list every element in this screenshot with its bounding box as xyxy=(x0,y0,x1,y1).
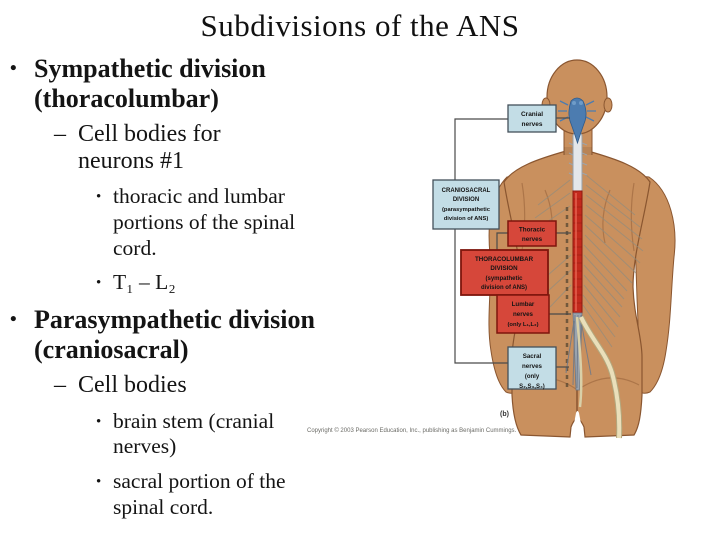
bullet-thoracic-lumbar-portions: • thoracic and lumbar portions of the sp… xyxy=(96,184,348,261)
slide-title: Subdivisions of the ANS xyxy=(200,8,520,43)
bullet-text: Parasympathetic division (craniosacral) xyxy=(34,305,315,365)
label-lumbar-nerves: Lumbar nerves (only L₁,L₂) xyxy=(496,294,550,334)
label-connector-lines xyxy=(454,117,571,368)
brainstem xyxy=(558,97,596,145)
svg-text:nerves: nerves xyxy=(522,121,543,128)
svg-text:Cranial: Cranial xyxy=(521,111,543,118)
bullet-brain-stem: • brain stem (cranial nerves) xyxy=(96,409,348,461)
svg-text:(parasympathetic: (parasympathetic xyxy=(442,207,491,213)
svg-text:CRANIOSACRAL: CRANIOSACRAL xyxy=(442,188,491,194)
svg-text:Lumbar: Lumbar xyxy=(512,301,535,308)
bullet-sacral-portion: • sacral portion of the spinal cord. xyxy=(96,469,348,521)
bullet-cell-bodies: – Cell bodies xyxy=(54,372,348,400)
svg-text:(sympathetic: (sympathetic xyxy=(485,276,523,282)
label-cranial-nerves: Cranial nerves xyxy=(507,104,557,133)
bullet-t1-l2: • T₁ – L₂ xyxy=(96,270,348,296)
bullet-sympathetic-division: • Sympathetic division (thoracolumbar) xyxy=(8,54,348,114)
bullet-text: sacral portion of the spinal cord. xyxy=(113,469,286,519)
label-thoracic-nerves: Thoracic nerves xyxy=(507,220,557,247)
figure-sub-label: (b) xyxy=(500,411,509,418)
copyright-line: Copyright © 2003 Pearson Education, Inc.… xyxy=(307,428,517,434)
dash-marker: – xyxy=(54,371,66,398)
dash-marker: – xyxy=(54,120,66,147)
sciatic-nerve xyxy=(575,315,623,439)
nerve-lines xyxy=(533,174,644,348)
right-ear xyxy=(603,97,613,113)
svg-text:Thoracic: Thoracic xyxy=(519,227,546,234)
bullet-text: Cell bodies for neurons #1 xyxy=(78,120,221,175)
bullet-text: Cell bodies xyxy=(78,371,187,398)
bullet-marker: • xyxy=(96,188,102,205)
svg-text:Sacral: Sacral xyxy=(523,353,542,360)
svg-text:THORACOLUMBAR: THORACOLUMBAR xyxy=(475,256,534,263)
ans-anatomy-figure: Cranial nerves CRANIOSACRAL DIVISION (pa… xyxy=(432,59,676,440)
bullet-marker: • xyxy=(10,58,17,79)
svg-text:S₂,S₃,S₄): S₂,S₃,S₄) xyxy=(519,384,545,390)
svg-text:nerves: nerves xyxy=(522,236,543,243)
bullet-marker: • xyxy=(10,309,17,331)
cauda-equina xyxy=(565,312,592,391)
bullet-marker: • xyxy=(96,474,102,491)
bullet-text: brain stem (cranial nerves) xyxy=(113,408,275,459)
bullet-marker: • xyxy=(96,413,102,430)
bullet-text: T₁ – L₂ xyxy=(113,270,176,295)
svg-text:division of ANS): division of ANS) xyxy=(444,216,489,222)
leg-gap xyxy=(571,411,584,440)
bullet-parasympathetic-division: • Parasympathetic division (craniosacral… xyxy=(8,305,348,365)
bullet-outline: • Sympathetic division (thoracolumbar) –… xyxy=(8,52,348,521)
bullet-text: thoracic and lumbar portions of the spin… xyxy=(113,183,296,260)
bullet-cell-bodies-neurons1: – Cell bodies for neurons #1 xyxy=(54,121,348,176)
bullet-marker: • xyxy=(96,275,102,292)
svg-text:DIVISION: DIVISION xyxy=(453,197,479,203)
thoracolumbar-cord xyxy=(572,190,583,314)
svg-text:nerves: nerves xyxy=(522,363,543,370)
svg-text:nerves: nerves xyxy=(513,311,534,318)
label-craniosacral-division: CRANIOSACRAL DIVISION (parasympathetic d… xyxy=(432,179,500,230)
bullet-text: Sympathetic division (thoracolumbar) xyxy=(34,54,266,113)
label-thoracolumbar-division: THORACOLUMBAR DIVISION (sympathetic divi… xyxy=(460,249,549,296)
svg-text:DIVISION: DIVISION xyxy=(490,265,518,272)
label-sacral-nerves: Sacral nerves (only S₂,S₃,S₄) xyxy=(507,346,557,390)
svg-text:(only L₁,L₂): (only L₁,L₂) xyxy=(507,322,538,328)
svg-text:(only: (only xyxy=(525,374,540,380)
svg-text:division of ANS): division of ANS) xyxy=(481,285,527,291)
